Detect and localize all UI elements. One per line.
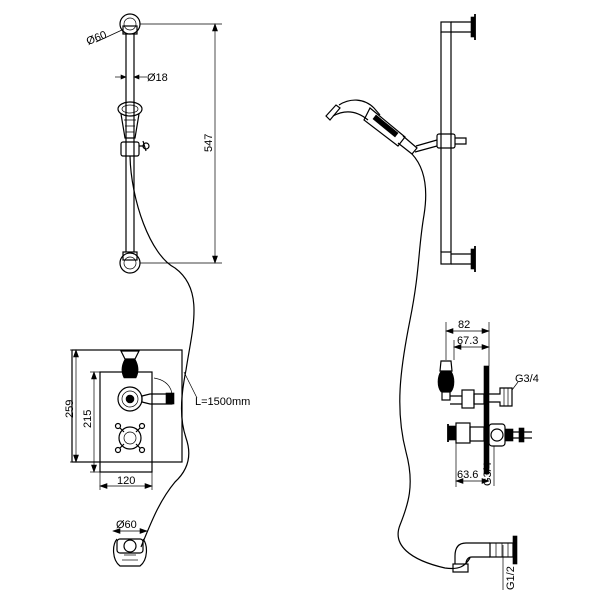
dim-valve-plate-height: 259	[64, 400, 76, 418]
dim-outlet-diameter: Ø60	[116, 519, 137, 531]
dim-outlet-thread: G1/2	[505, 566, 517, 590]
dim-inlet-thread-top: G3/4	[515, 373, 539, 385]
dim-hose-length: L=1500mm	[195, 396, 250, 408]
inlet-thread-top-dim: G3/4	[511, 373, 539, 391]
side-outlet-elbow	[452, 535, 518, 573]
front-riser-rail	[117, 13, 150, 274]
side-handset	[325, 99, 438, 155]
front-bracket-diameter-dim: Ø60	[85, 29, 123, 48]
dim-side-depth-mid: 67.3	[457, 335, 478, 347]
dim-side-depth-min: 63.6	[457, 469, 478, 481]
side-shower-hose	[397, 153, 471, 570]
hose-length-dim: L=1500mm	[183, 371, 250, 408]
front-shower-hose	[129, 155, 195, 548]
front-valve	[71, 349, 183, 473]
front-outlet-elbow	[113, 538, 147, 567]
outlet-diameter-dim: Ø60	[112, 519, 148, 534]
side-riser-rail	[436, 14, 476, 272]
dim-valve-plate-width: 120	[117, 475, 135, 487]
dim-rail-length: 547	[203, 134, 215, 152]
dim-side-depth-total: 82	[458, 319, 470, 331]
dim-bracket-diameter: Ø60	[85, 29, 109, 48]
dim-inlet-thread-side: G3/4	[482, 462, 494, 486]
side-valve	[437, 360, 532, 475]
dim-valve-centres: 215	[82, 410, 94, 428]
side-valve-min-depth-dim: 63.6	[455, 443, 490, 487]
valve-centres-dim: 215	[82, 371, 100, 473]
valve-plate-width-dim: 120	[99, 472, 153, 490]
inlet-thread-side-dim: G3/4	[482, 446, 495, 486]
side-valve-depth-dims: 82 67.3	[445, 319, 490, 366]
dim-rail-diameter: Ø18	[147, 72, 168, 84]
front-rail-length-dim: 547	[140, 23, 222, 264]
front-rail-diameter-dim: Ø18	[115, 72, 168, 84]
outlet-thread-dim: G1/2	[502, 545, 517, 590]
valve-plate-height-dim: 259	[64, 349, 100, 463]
